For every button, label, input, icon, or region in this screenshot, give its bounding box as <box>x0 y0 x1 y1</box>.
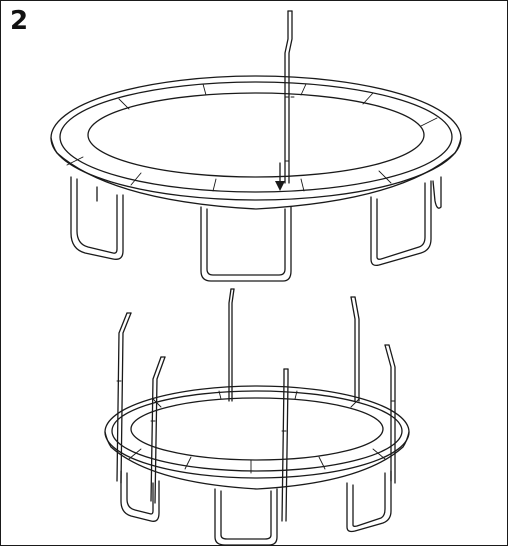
legs-top <box>70 176 442 282</box>
frame-rim-bottom <box>104 431 410 490</box>
frame-pad-outer <box>50 75 462 201</box>
enclosure-pole-top <box>284 10 295 184</box>
trampoline-top <box>50 10 462 282</box>
pad-seams-bottom <box>128 390 386 474</box>
trampoline-bottom <box>104 288 410 546</box>
frame-rim <box>50 137 462 210</box>
mat-bottom <box>130 397 384 461</box>
pad-inner-bottom <box>111 390 403 472</box>
pad-outer-bottom <box>104 385 410 479</box>
step-number: 2 <box>10 6 29 36</box>
legs-bottom <box>120 470 392 546</box>
enclosure-poles-bottom <box>116 288 396 522</box>
pad-seams-top <box>66 83 438 192</box>
down-arrow-icon <box>275 162 285 191</box>
mat <box>87 92 425 178</box>
frame-pad-inner <box>59 81 453 193</box>
